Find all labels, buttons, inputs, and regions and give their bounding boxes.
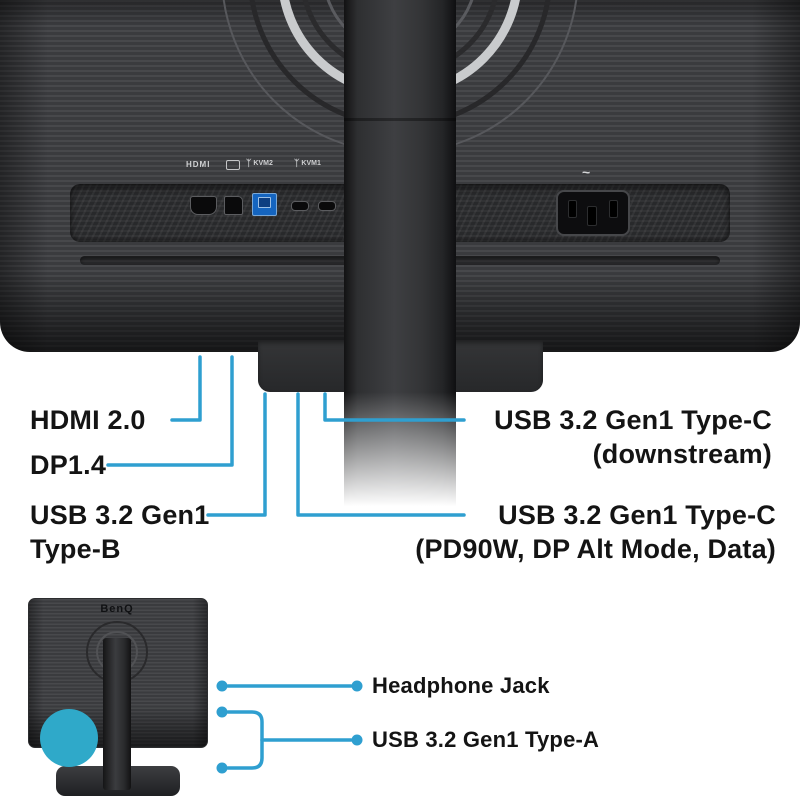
usb-icon: ᛉ — [246, 158, 252, 168]
usb-kvm1-icon: ᛉ KVM1 — [294, 159, 321, 168]
callout-text: USB 3.2 Gen1 Type-C — [498, 500, 776, 530]
kvm2-label: KVM2 — [253, 160, 273, 167]
ac-power-inlet — [556, 190, 630, 236]
usb-icon: ᛉ — [294, 158, 300, 168]
callout-text: Type-B — [30, 534, 121, 564]
callout-dot — [216, 680, 228, 692]
callout-text: Headphone Jack — [372, 673, 550, 698]
dp-port-icon — [226, 160, 240, 170]
callout-bracket-usb-a — [226, 710, 264, 770]
callout-label-dp: DP1.4 — [30, 448, 106, 482]
callout-label-headphone: Headphone Jack — [372, 673, 550, 699]
callout-text: USB 3.2 Gen1 Type-A — [372, 727, 600, 752]
usb-c-port-2 — [318, 201, 336, 211]
callout-text: USB 3.2 Gen1 — [30, 500, 210, 530]
callout-label-usb-a: USB 3.2 Gen1 Type-A — [372, 727, 599, 753]
callout-dot — [216, 706, 228, 718]
callout-line-hdmi — [170, 355, 202, 422]
callout-label-hdmi: HDMI 2.0 — [30, 403, 146, 437]
usb-kvm2-icon: ᛉ KVM2 — [246, 159, 273, 168]
hdmi-port — [190, 196, 217, 215]
port-highlight-circle — [40, 709, 98, 767]
callout-label-usb-c-down: USB 3.2 Gen1 Type-C (downstream) — [494, 403, 772, 471]
callout-text: (PD90W, DP Alt Mode, Data) — [415, 534, 776, 564]
callout-text: (downstream) — [592, 439, 772, 469]
ac-power-icon: ~ — [582, 164, 591, 180]
small-stand-arm — [103, 638, 131, 790]
callout-text: HDMI 2.0 — [30, 405, 146, 435]
dp-port — [224, 196, 243, 215]
brand-logo: BenQ — [100, 603, 134, 615]
hdmi-port-icon: HDMI — [186, 160, 211, 169]
usb-c-port-1 — [291, 201, 309, 211]
monitor-stand-arm — [344, 0, 456, 392]
callout-text: DP1.4 — [30, 450, 107, 480]
callout-label-usb-c-pd: USB 3.2 Gen1 Type-C (PD90W, DP Alt Mode,… — [415, 498, 776, 566]
callout-dot — [351, 734, 363, 746]
callout-label-usb-b: USB 3.2 Gen1 Type-B — [30, 498, 209, 566]
callout-line-usb-b — [206, 392, 267, 517]
usb-b-port — [252, 193, 277, 216]
callout-text: USB 3.2 Gen1 Type-C — [494, 405, 772, 435]
callout-dot — [351, 680, 363, 692]
monitor-back-small: BenQ — [28, 598, 210, 800]
kvm1-label: KVM1 — [301, 160, 321, 167]
callout-dot — [216, 762, 228, 774]
